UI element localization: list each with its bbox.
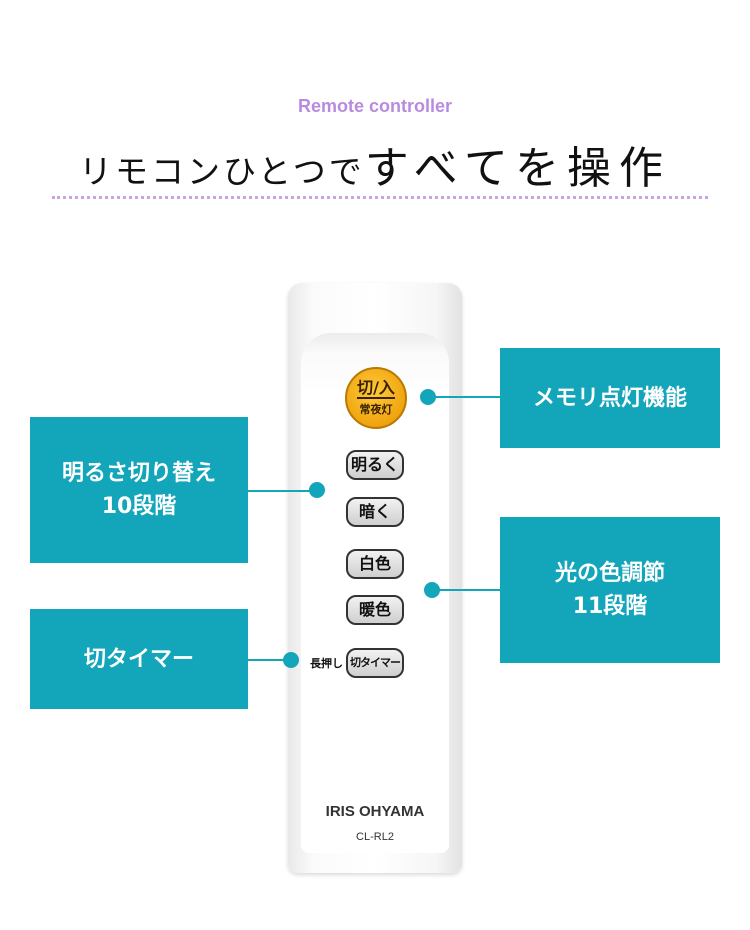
callout-dot: [283, 652, 299, 668]
callout-dot: [420, 389, 436, 405]
title-large: すべてを操作: [364, 143, 671, 194]
callout-color-line1: 光の色調節: [554, 561, 665, 586]
off-timer-button[interactable]: 切タイマー: [346, 648, 404, 678]
connector-line: [432, 589, 502, 591]
callout-dot: [309, 482, 325, 498]
connector-line: [248, 659, 292, 661]
callout-timer: 切タイマー: [30, 609, 248, 709]
connector-line: [428, 396, 502, 398]
callout-brightness-line2: 10段階: [101, 494, 177, 519]
model-number: CL-RL2: [356, 831, 394, 843]
brand-logo: IRIS OHYAMA: [325, 803, 425, 820]
callout-color-line2: 11段階: [572, 594, 648, 619]
callout-timer-text: 切タイマー: [83, 646, 194, 672]
power-button[interactable]: 切/入常夜灯: [345, 367, 407, 429]
callout-memory-text: メモリ点灯機能: [532, 385, 687, 411]
power-label: 切/入: [357, 378, 395, 399]
white-color-button[interactable]: 白色: [346, 549, 404, 579]
callout-brightness-line1: 明るさ切り替え: [61, 461, 216, 486]
brighter-button[interactable]: 明るく: [346, 450, 404, 480]
dimmer-button[interactable]: 暗く: [346, 497, 404, 527]
connector-line: [248, 490, 318, 492]
title-small: リモコンひとつで: [79, 152, 365, 191]
callout-color: 光の色調節 11段階: [500, 517, 720, 663]
callout-memory: メモリ点灯機能: [500, 348, 720, 448]
dotted-divider: [52, 196, 708, 199]
callout-brightness: 明るさ切り替え 10段階: [30, 417, 248, 563]
callout-dot: [424, 582, 440, 598]
subtitle: Remote controller: [297, 96, 453, 116]
nightlight-label: 常夜灯: [359, 403, 393, 416]
warm-color-button[interactable]: 暖色: [346, 595, 404, 625]
long-press-label: 長押し: [310, 657, 343, 670]
page-title: リモコンひとつですべてを操作: [0, 132, 750, 196]
